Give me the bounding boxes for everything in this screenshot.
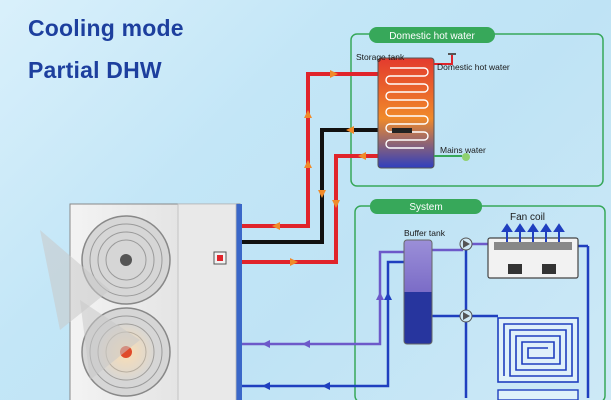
cool-air-arrows [501,223,565,242]
flow-arrows-system [262,292,392,390]
storage-tank-label: Storage tank [356,52,405,62]
pump-icon [459,309,473,323]
mains-water-label: Mains water [440,145,486,155]
flow-arrows-dhw [272,70,366,266]
mode-title: Cooling mode [28,15,184,41]
fan-coil-unit [487,237,579,279]
fan-coil-label: Fan coil [510,212,545,223]
water-drop-icon [462,153,470,161]
pump-icon [459,237,473,251]
hot-water-outlet [434,54,453,65]
storage-tank [377,57,435,169]
mode-subtitle: Partial DHW [28,57,162,83]
heat-pump-unit [40,203,242,400]
system-section: System [354,199,606,400]
domestic-hot-water-label: Domestic hot water [437,62,510,72]
floor-loop-coil-lower [497,389,579,400]
dhw-header-badge [369,27,495,43]
system-header-text: System [409,202,442,213]
dhw-header-text: Domestic hot water [389,31,475,42]
buffer-tank [403,239,433,345]
buffer-tank-label: Buffer tank [404,228,446,238]
system-header-badge [370,199,482,214]
floor-loop-coil [497,317,579,383]
dhw-section: Domestic hot water [350,27,604,187]
